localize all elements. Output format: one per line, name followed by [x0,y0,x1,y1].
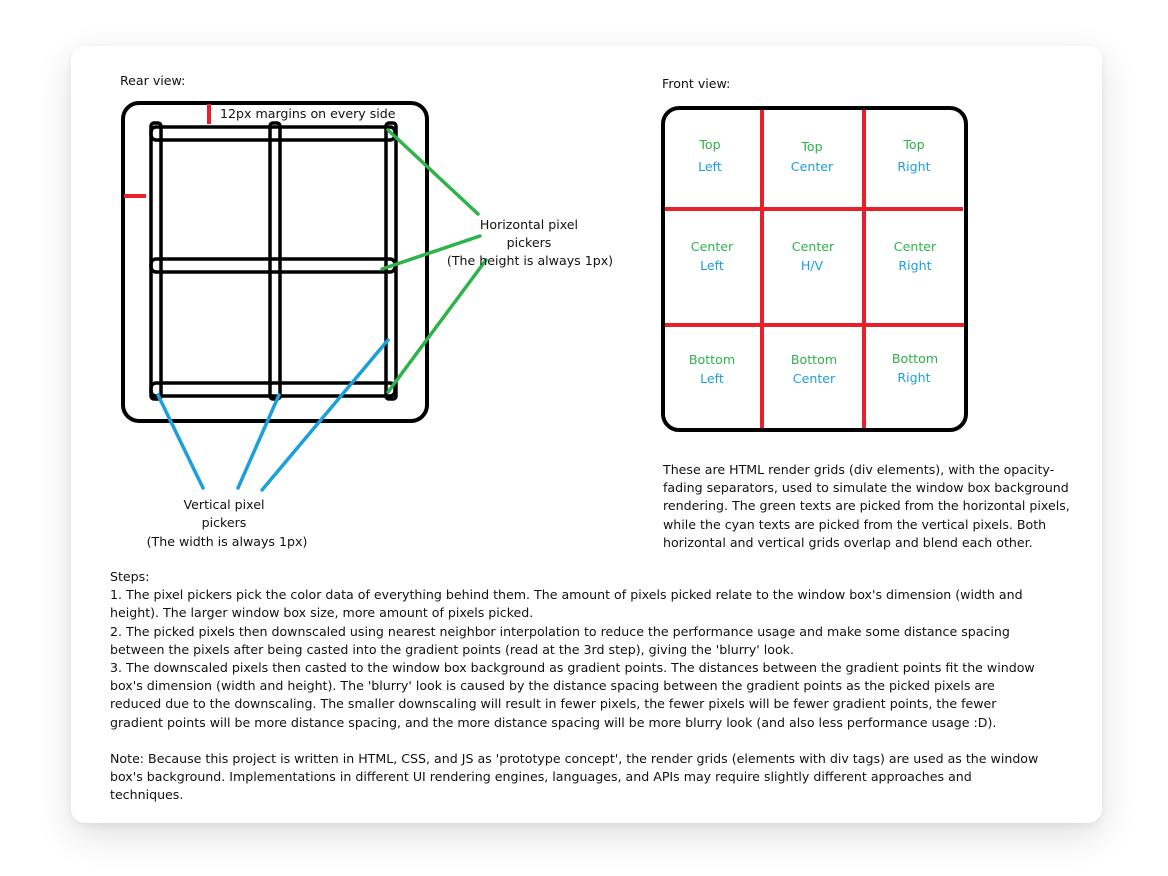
cell-vertical-text: Left [698,159,722,174]
horizontal-picker-center [149,257,397,274]
cell-vertical-text: H/V [801,258,824,273]
steps-heading: Steps: [110,569,150,584]
horizontal-picker-pointers [380,128,488,394]
pointer-horizontal-top [386,128,480,216]
grid-cell-bottom-left: Bottom Left [689,352,735,386]
steps-section: Steps: 1. The pixel pickers pick the col… [110,568,1045,804]
render-grid-cells: Top Left Top Center Top Right Center Lef… [689,137,938,386]
step-item-1: 1. The pixel pickers pick the color data… [110,587,1023,621]
horizontal-picker-label: Horizontal pixel pickers (The height is … [447,217,613,268]
pointer-vertical-right [260,338,390,492]
front-view-description: These are HTML render grids (div element… [663,462,1070,550]
grid-cell-top-right: Top Right [897,137,930,174]
vertical-picker-center [268,121,282,401]
horizontal-picker-bottom [149,381,397,398]
vertical-picker-pointers [156,338,390,492]
cell-horizontal-text: Bottom [689,352,735,367]
step-item-3: 3. The downscaled pixels then casted to … [110,660,1035,730]
note-text: Note: Because this project is written in… [110,750,1039,803]
pointer-horizontal-bottom [386,258,488,394]
cell-horizontal-text: Center [792,239,835,254]
margin-label: 12px margins on every side [220,106,396,121]
grid-cell-top-left: Top Left [698,137,722,174]
cell-vertical-text: Left [700,258,724,273]
vertical-picker-label: Vertical pixel pickers (The width is alw… [147,497,308,549]
pointer-vertical-left [156,393,205,490]
grid-cell-center-right: Center Right [894,239,937,273]
cell-vertical-text: Right [897,370,930,385]
cell-horizontal-text: Top [902,137,924,152]
diagram-card [71,46,1102,823]
pointer-vertical-center [236,393,281,490]
front-window-box [661,106,968,432]
cell-vertical-text: Center [791,159,834,174]
grid-cell-bottom-right: Bottom Right [892,351,938,385]
render-grid-separators [665,110,965,428]
front-view-title: Front view: [662,76,730,91]
step-item-2: 2. The picked pixels then downscaled usi… [110,623,1010,657]
grid-cell-bottom-center: Bottom Center [791,352,837,386]
cell-vertical-text: Right [898,258,931,273]
cell-horizontal-text: Bottom [892,351,938,366]
cell-vertical-text: Center [793,371,836,386]
grid-cell-top-center: Top Center [791,139,834,174]
cell-vertical-text: Left [700,371,724,386]
rear-window-box [121,101,429,423]
horizontal-picker-top [149,125,397,142]
pointer-horizontal-center [380,234,482,271]
grid-cell-center-hv: Center H/V [792,239,835,273]
horizontal-pixel-pickers [149,125,397,398]
cell-horizontal-text: Top [698,137,720,152]
cell-horizontal-text: Center [894,239,937,254]
cell-horizontal-text: Center [691,239,734,254]
vertical-pixel-pickers [149,121,398,401]
grid-cell-center-left: Center Left [691,239,734,273]
cell-horizontal-text: Top [800,139,822,154]
rear-view-title: Rear view: [120,73,185,88]
cell-horizontal-text: Bottom [791,352,837,367]
cell-vertical-text: Right [897,159,930,174]
